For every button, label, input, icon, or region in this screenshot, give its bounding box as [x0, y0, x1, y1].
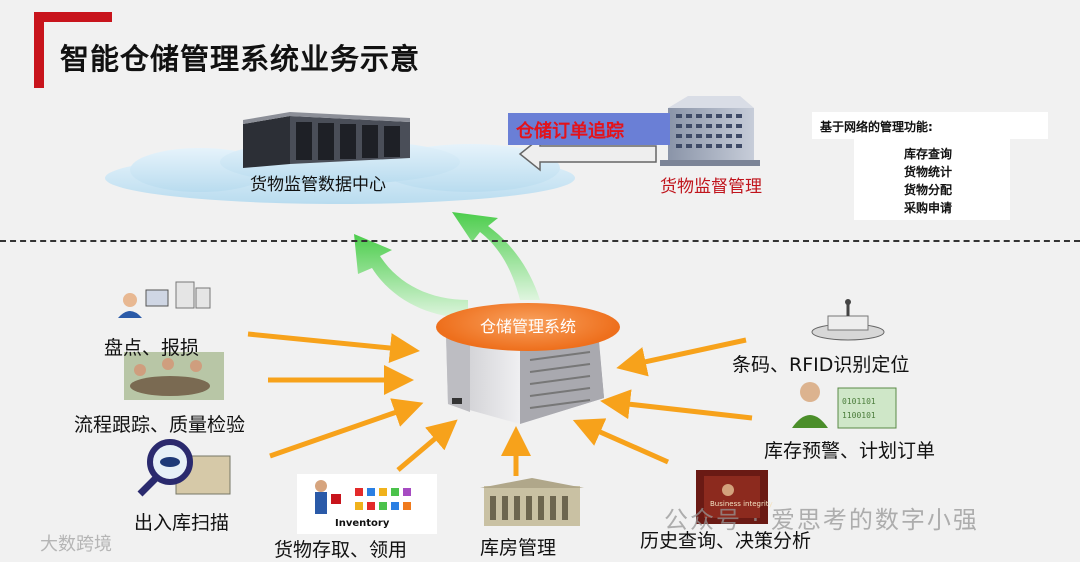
inventory-illustration-icon [315, 480, 411, 514]
function-item: 库存查询 [904, 147, 953, 161]
inventory-image: Inventory [297, 474, 437, 534]
module-label-history-analysis: 历史查询、决策分析 [640, 530, 812, 552]
function-item: 货物分配 [904, 183, 953, 197]
svg-text:1100101: 1100101 [842, 411, 876, 420]
module-label-inventory-check: 盘点、报损 [104, 337, 200, 359]
module-label-warehouse-mgmt: 库房管理 [480, 537, 557, 559]
module-label-storage-access: 货物存取、领用 [274, 539, 408, 561]
computer-people-icon [118, 281, 211, 318]
watermark-brand: 大数跨境 [40, 534, 112, 555]
title-accent-bar [34, 12, 44, 88]
arrow-from-history-analysis [572, 418, 670, 465]
watermark-wechat: 公众号 · 爱思考的数字小强 [664, 506, 979, 534]
function-list: 库存查询 货物统计 货物分配 采购申请 [904, 145, 952, 217]
server-cabinet-icon [446, 330, 604, 424]
warehouse-building-icon [480, 478, 584, 526]
rfid-reader-icon [811, 299, 885, 341]
sync-arrows-icon [354, 212, 540, 318]
inventory-image-text: Inventory [335, 518, 390, 529]
function-title-panel [812, 112, 1048, 139]
supervision-label: 货物监督管理 [660, 177, 762, 197]
function-item: 货物统计 [904, 165, 953, 179]
core-system-label: 仓储管理系统 [436, 303, 620, 351]
module-label-rfid: 条码、RFID识别定位 [732, 354, 910, 376]
section-divider [0, 240, 1080, 242]
module-label-stock-alert: 库存预警、计划订单 [764, 440, 936, 462]
function-item: 采购申请 [904, 201, 953, 215]
meeting-photo-icon [124, 352, 224, 400]
arrow-from-storage-access [396, 419, 458, 472]
arrow-from-stock-alert [600, 389, 753, 421]
business-integrity-text: Business integrity [710, 500, 773, 508]
building-icon [660, 96, 760, 166]
page-title: 智能仓储管理系统业务示意 [60, 42, 421, 76]
data-center-label: 货物监管数据中心 [250, 175, 386, 195]
person-data-icon: 0101101 1100101 [792, 382, 897, 429]
arrow-from-inventory-check [247, 331, 420, 363]
server-rack-icon [243, 112, 410, 168]
function-list-title: 基于网络的管理功能: [820, 120, 933, 134]
orange-arrows [247, 331, 753, 476]
module-label-process-tracking: 流程跟踪、质量检验 [74, 414, 246, 436]
arrow-from-rfid [616, 337, 747, 377]
cloud-icon [105, 140, 575, 204]
title-accent-bar-top [34, 12, 112, 22]
business-integrity-icon [696, 470, 768, 524]
module-label-scanning: 出入库扫描 [134, 512, 230, 534]
arrow-from-scanning [269, 398, 424, 459]
svg-text:0101101: 0101101 [842, 397, 876, 406]
magnifier-scan-icon [137, 439, 231, 497]
order-tracking-banner: 仓储订单追踪 [508, 113, 670, 145]
